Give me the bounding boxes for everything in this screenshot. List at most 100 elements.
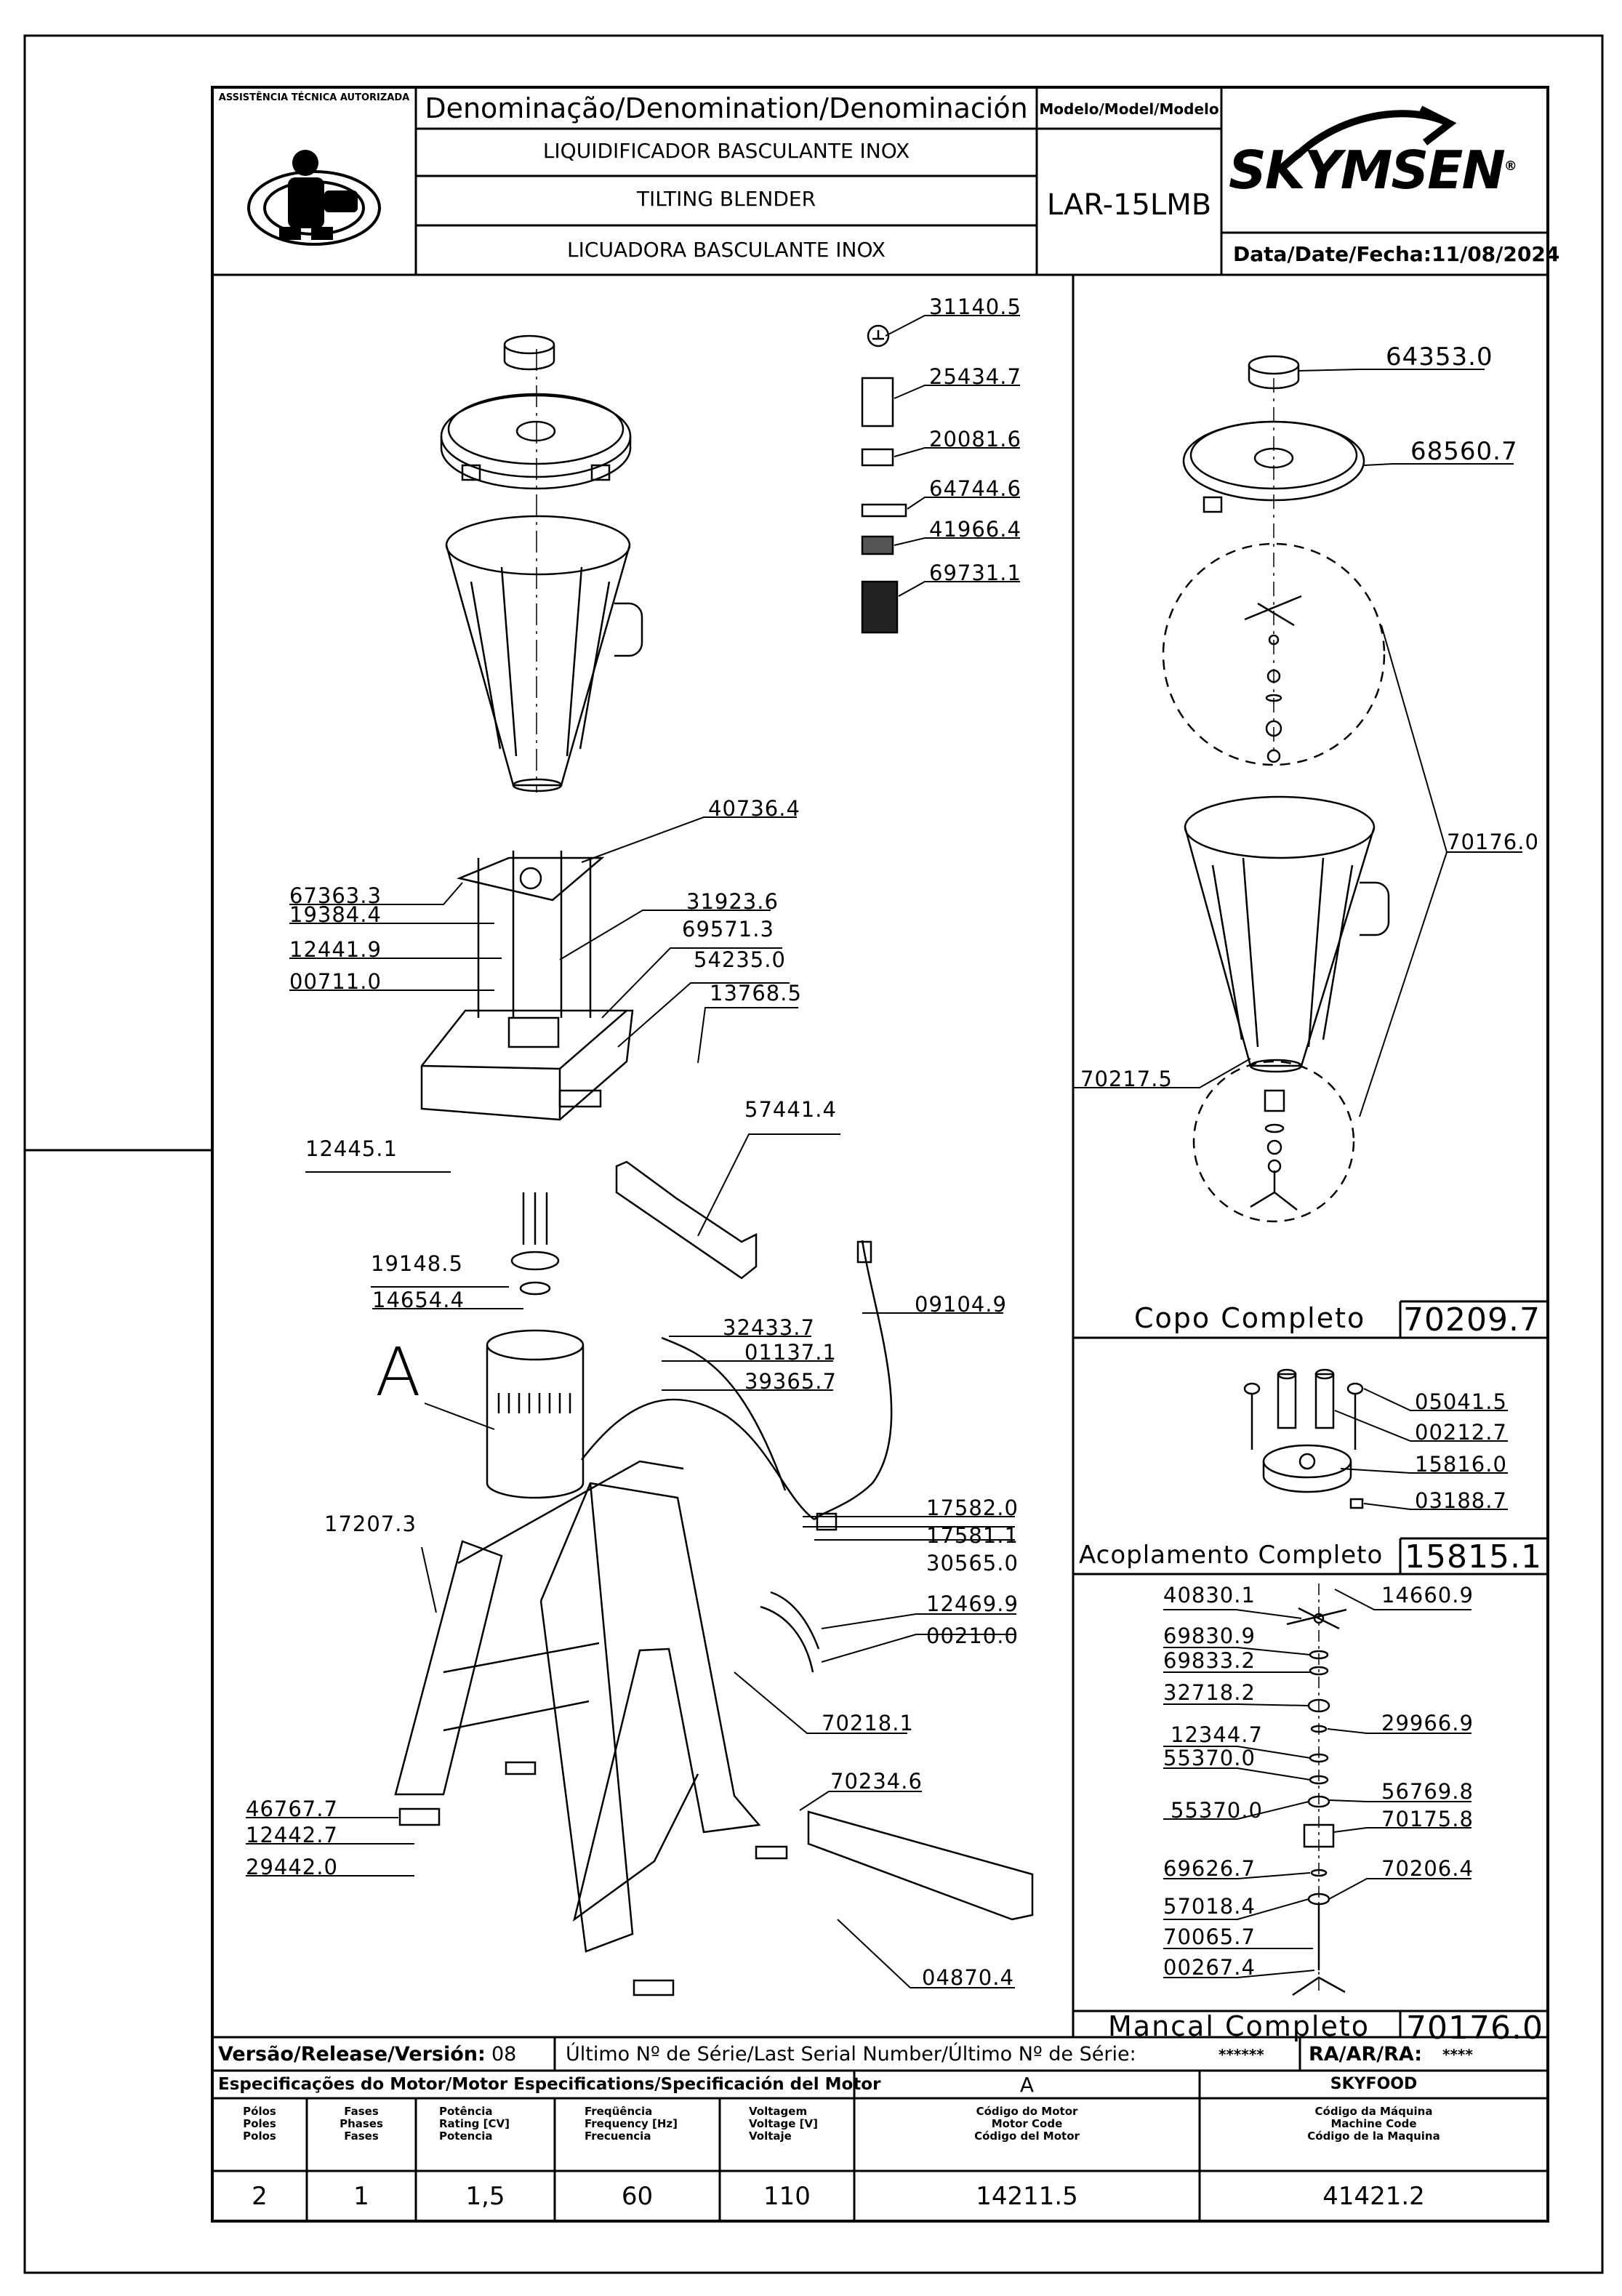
motor-code-value: 14211.5	[976, 2182, 1078, 2211]
voltage-header: Voltagem Voltage [V] Voltaje	[749, 2106, 854, 2143]
part-label: 09104.9	[915, 1292, 1007, 1317]
bearing-part-label: 40830.1	[1163, 1583, 1256, 1607]
part-label: 12442.7	[246, 1823, 338, 1847]
poles-label-pt: Pólos	[243, 2105, 276, 2118]
part-label: 46767.7	[246, 1797, 338, 1821]
part-label: 19384.4	[289, 902, 382, 927]
part-label: 40736.4	[708, 796, 800, 821]
power-value: 1,5	[465, 2182, 505, 2211]
bearing-assembly-title: Mancal Completo	[1108, 2010, 1370, 2042]
machine-code-label-pt: Código da Máquina	[1314, 2105, 1433, 2118]
part-label: 31923.6	[686, 889, 779, 914]
machine-column-header: SKYFOOD	[1330, 2075, 1418, 2093]
part-label: 00210.0	[926, 1623, 1019, 1648]
part-label: 69731.1	[929, 561, 1021, 585]
phases-label-en: Phases	[340, 2117, 383, 2130]
power-label-pt: Potência	[439, 2105, 493, 2118]
freq-label-pt: Freqüência	[585, 2105, 653, 2118]
coupling-part-label: 03188.7	[1415, 1488, 1507, 1513]
serial-value: ******	[1218, 2046, 1264, 2063]
part-label: 14654.4	[372, 1288, 465, 1312]
volt-label-en: Voltage [V]	[749, 2117, 818, 2130]
power-header: Potência Rating [CV] Potencia	[439, 2106, 555, 2143]
cup-part-label: 70176.0	[1447, 830, 1539, 854]
product-name-en: TILTING BLENDER	[636, 187, 816, 211]
coupling-assembly-title: Acoplamento Completo	[1079, 1541, 1384, 1570]
part-label: 69571.3	[682, 917, 774, 942]
poles-value: 2	[252, 2182, 268, 2211]
power-label-es: Potencia	[439, 2130, 493, 2143]
freq-label-es: Frecuencia	[585, 2130, 651, 2143]
bearing-part-label: 14660.9	[1381, 1583, 1474, 1607]
bearing-part-label: 55370.0	[1163, 1746, 1256, 1770]
serial-label: Último Nº de Série/Last Serial Number/Úl…	[566, 2043, 1136, 2066]
part-label: 17207.3	[324, 1512, 417, 1536]
volt-label-pt: Voltagem	[749, 2105, 808, 2118]
motor-code-label-en: Motor Code	[991, 2117, 1063, 2130]
denomination-label: Denominação/Denomination/Denominación	[425, 92, 1028, 124]
part-label: 25434.7	[929, 364, 1021, 389]
part-label: 70234.6	[830, 1769, 923, 1794]
callout-letter: A	[375, 1333, 421, 1411]
part-label: 30565.0	[926, 1551, 1019, 1576]
product-name-pt: LIQUIDIFICADOR BASCULANTE INOX	[542, 139, 910, 163]
part-label: 12445.1	[305, 1136, 398, 1161]
version-label: Versão/Release/Versión:	[218, 2043, 486, 2066]
motor-code-label-pt: Código do Motor	[976, 2105, 1078, 2118]
phases-label-es: Fases	[344, 2130, 379, 2143]
part-label: 19148.5	[371, 1251, 463, 1276]
registered-mark: ®	[1503, 158, 1517, 174]
bearing-part-label: 69830.9	[1163, 1623, 1256, 1648]
part-label: 57441.4	[744, 1097, 837, 1122]
bearing-assembly-code: 70176.0	[1406, 2010, 1543, 2047]
part-label: 41966.4	[929, 517, 1021, 542]
date-value: 11/08/2024	[1432, 242, 1560, 266]
phases-value: 1	[353, 2182, 369, 2211]
bearing-part-label: 70206.4	[1381, 1856, 1474, 1881]
part-label: 31140.5	[929, 294, 1021, 319]
part-label: 04870.4	[922, 1965, 1014, 1990]
cup-assembly-title: Copo Completo	[1134, 1302, 1366, 1334]
part-label: 70218.1	[822, 1711, 914, 1735]
part-label: 54235.0	[694, 947, 786, 972]
part-label: 01137.1	[744, 1340, 837, 1365]
ra-label: RA/AR/RA:	[1309, 2043, 1423, 2066]
motor-code-label-es: Código del Motor	[974, 2130, 1080, 2143]
bearing-part-label: 57018.4	[1163, 1894, 1256, 1919]
date-field: Data/Date/Fecha:11/08/2024	[1233, 244, 1559, 265]
volt-label-es: Voltaje	[749, 2130, 792, 2143]
poles-label-en: Poles	[243, 2117, 276, 2130]
ra-value: ****	[1442, 2046, 1473, 2063]
part-label: 29442.0	[246, 1855, 338, 1879]
bearing-part-label: 70065.7	[1163, 1924, 1256, 1949]
bearing-part-label: 69833.2	[1163, 1648, 1256, 1673]
part-label: 39365.7	[744, 1369, 837, 1394]
frequency-header: Freqüência Frequency [Hz] Frecuencia	[585, 2106, 720, 2143]
model-number: LAR-15LMB	[1046, 188, 1212, 222]
coupling-part-label: 00212.7	[1415, 1420, 1507, 1445]
model-label: Modelo/Model/Modelo	[1039, 100, 1219, 118]
bearing-part-label: 29966.9	[1381, 1711, 1474, 1735]
machine-code-label-en: Machine Code	[1330, 2117, 1417, 2130]
coupling-part-label: 05041.5	[1415, 1389, 1507, 1414]
version-value: 08	[491, 2043, 517, 2066]
brand-name: SKYMSEN	[1229, 140, 1506, 201]
bearing-part-label: 56769.8	[1381, 1779, 1474, 1804]
part-label: 13768.5	[710, 981, 802, 1005]
part-label: 00711.0	[289, 969, 382, 994]
machine-code-header: Código da Máquina Machine Code Código de…	[1200, 2106, 1548, 2143]
bearing-part-label: 32718.2	[1163, 1680, 1256, 1705]
bearing-part-label: 12344.7	[1171, 1722, 1263, 1747]
bearing-part-label: 70175.8	[1381, 1807, 1474, 1831]
bearing-part-label: 55370.0	[1171, 1798, 1263, 1823]
machine-code-label-es: Código de la Maquina	[1307, 2130, 1440, 2143]
coupling-assembly-code: 15815.1	[1405, 1538, 1542, 1576]
poles-header: Pólos Poles Polos	[212, 2106, 307, 2143]
motor-column-header: A	[1019, 2073, 1035, 2097]
part-label: 32433.7	[723, 1315, 815, 1340]
freq-label-en: Frequency [Hz]	[585, 2117, 678, 2130]
part-label: 12441.9	[289, 937, 382, 962]
bearing-part-label: 69626.7	[1163, 1856, 1256, 1881]
date-label: Data/Date/Fecha:	[1233, 242, 1432, 266]
